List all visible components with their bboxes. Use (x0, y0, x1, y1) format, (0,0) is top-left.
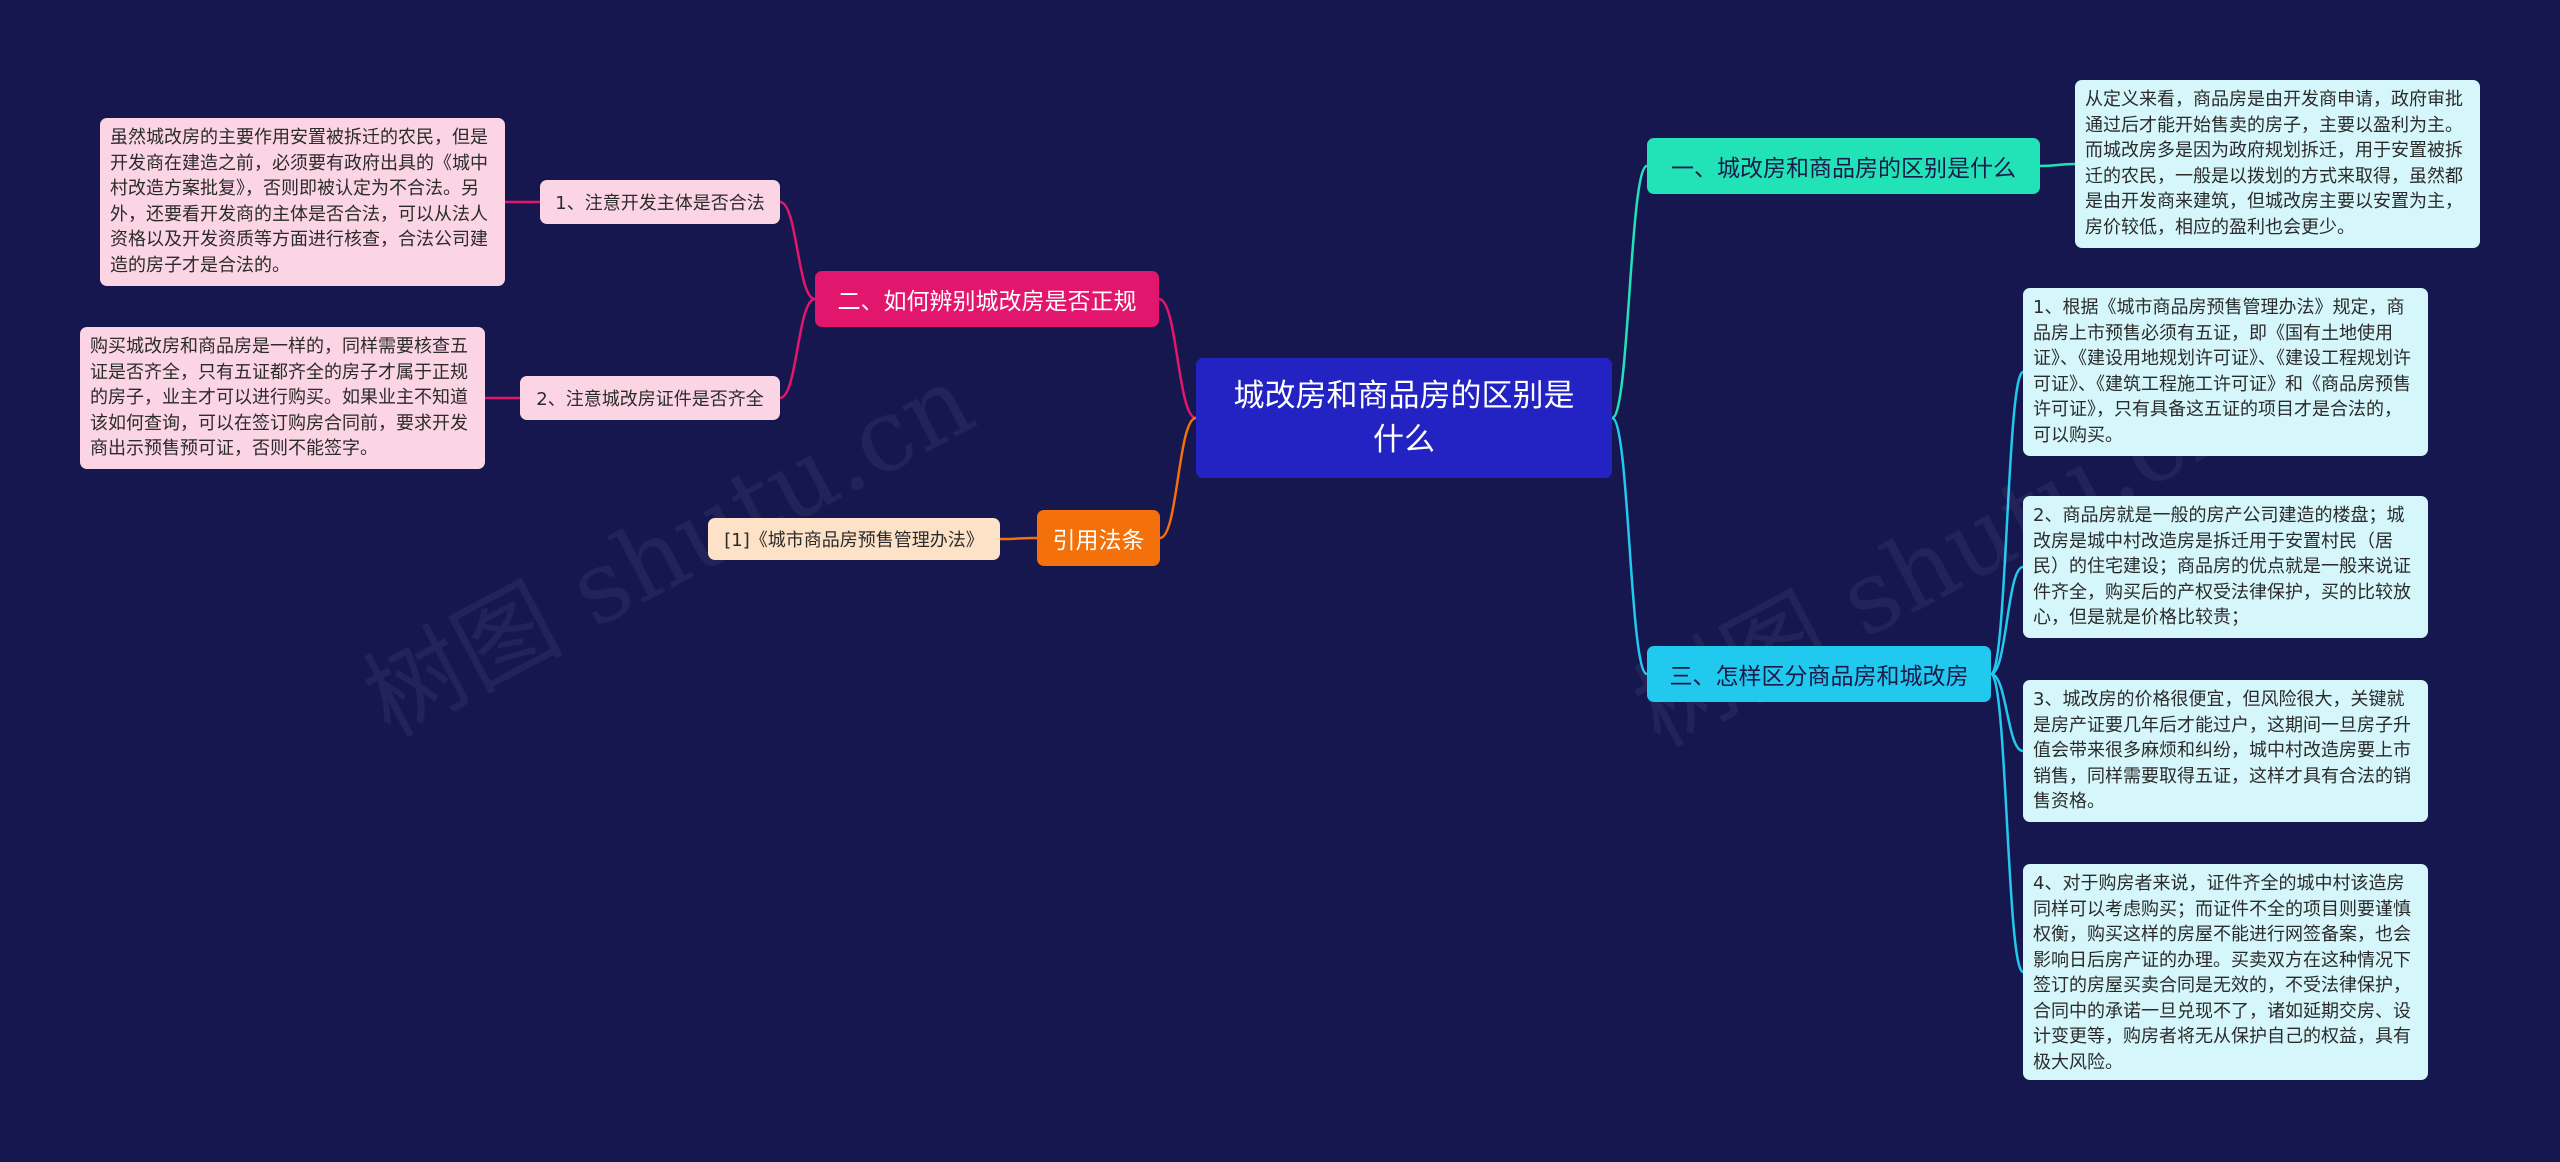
sub-node-label: 1、注意开发主体是否合法 (555, 193, 765, 214)
link-root-topic4 (1159, 416, 1197, 540)
topic-node-distinguish[interactable]: 三、怎样区分商品房和城改房 (1647, 646, 1991, 702)
topic-node-citation[interactable]: 引用法条 (1037, 510, 1160, 566)
sub-node-label: 2、注意城改房证件是否齐全 (536, 389, 764, 410)
leaf-node-point-4[interactable]: 4、对于购房者来说，证件齐全的城中村该造房同样可以考虑购买；而证件不全的项目则要… (2023, 864, 2428, 1080)
link-topic1-leaf (2039, 162, 2076, 168)
leaf-node-definition[interactable]: 从定义来看，商品房是由开发商申请，政府审批通过后才能开始售卖的房子，主要以盈利为… (2075, 80, 2480, 248)
sub-node-developer-legality[interactable]: 1、注意开发主体是否合法 (540, 180, 780, 224)
topic-node-label: 二、如何辨别城改房是否正规 (837, 289, 1137, 315)
leaf-node-point-2[interactable]: 2、商品房就是一般的房产公司建造的楼盘；城改房是城中村改造房是拆迁用于安置村民（… (2023, 496, 2428, 638)
sub-node-label: [1]《城市商品房预售管理办法》 (724, 530, 984, 551)
root-node[interactable]: 城改房和商品房的区别是什么 (1196, 358, 1612, 478)
link-root-topic3 (1610, 416, 1649, 676)
sub-node-certificates[interactable]: 2、注意城改房证件是否齐全 (520, 376, 780, 420)
link-topic3-point2 (1990, 565, 2024, 676)
link-topic4-sub3 (999, 536, 1038, 541)
link-topic3-point4 (1989, 672, 2025, 974)
link-topic2-sub2 (779, 297, 816, 400)
link-topic3-point1 (1989, 370, 2025, 676)
topic-node-label: 一、城改房和商品房的区别是什么 (1671, 156, 2016, 182)
sub-node-law-reference[interactable]: [1]《城市商品房预售管理办法》 (708, 518, 1000, 560)
link-root-topic1 (1610, 164, 1649, 420)
leaf-node-developer-detail[interactable]: 虽然城改房的主要作用安置被拆迁的农民，但是开发商在建造之前，必须要有政府出具的《… (100, 118, 505, 286)
topic-node-label: 三、怎样区分商品房和城改房 (1669, 664, 1969, 690)
link-topic2-sub1 (779, 200, 816, 301)
link-topic3-point3 (1990, 672, 2024, 753)
topic-node-difference[interactable]: 一、城改房和商品房的区别是什么 (1647, 138, 2040, 194)
link-root-topic2 (1158, 297, 1197, 420)
root-node-label: 城改房和商品房的区别是什么 (1233, 378, 1575, 458)
topic-node-identify[interactable]: 二、如何辨别城改房是否正规 (815, 271, 1159, 327)
leaf-node-point-3[interactable]: 3、城改房的价格很便宜，但风险很大，关键就是房产证要几年后才能过户，这期间一旦房… (2023, 680, 2428, 822)
topic-node-label: 引用法条 (1052, 528, 1145, 554)
leaf-node-point-1[interactable]: 1、根据《城市商品房预售管理办法》规定，商品房上市预售必须有五证，即《国有土地使… (2023, 288, 2428, 456)
leaf-node-certificates-detail[interactable]: 购买城改房和商品房是一样的，同样需要核查五证是否齐全，只有五证都齐全的房子才属于… (80, 327, 485, 469)
